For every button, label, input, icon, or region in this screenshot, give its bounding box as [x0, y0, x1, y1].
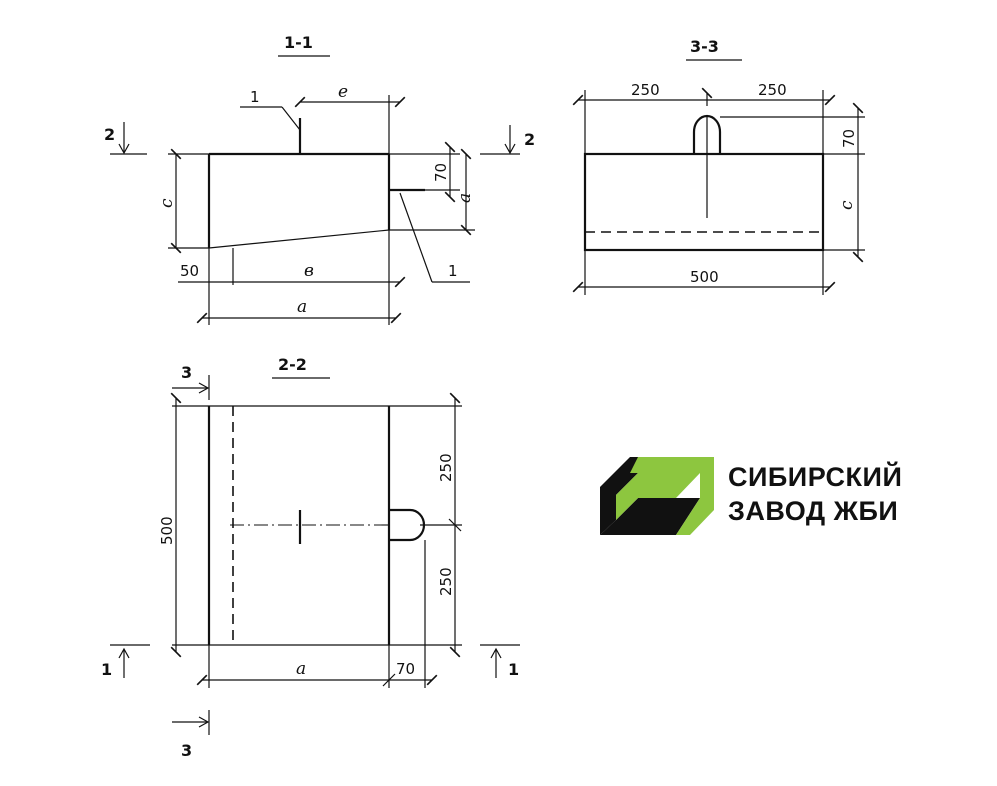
cut-2-right: 2 — [524, 130, 535, 149]
dim-70-side: 70 — [432, 163, 450, 182]
dim-50: 50 — [180, 262, 199, 280]
dim-b: в — [304, 261, 314, 281]
dim-500-left: 500 — [158, 516, 176, 545]
dim-a-bottom: а — [296, 659, 306, 679]
dim-e: e — [338, 82, 348, 102]
cut-3-top: 3 — [181, 363, 192, 382]
dim-250-left: 250 — [631, 81, 660, 99]
section-3-3: 3-3 250 250 70 c 500 — [572, 37, 865, 295]
factory-logo-icon — [600, 457, 714, 535]
section-2-2-title: 2-2 — [278, 355, 307, 374]
cut-1-left: 1 — [101, 660, 112, 679]
dim-c-right: c — [837, 200, 857, 210]
cut-mark-2: 2 2 — [104, 122, 535, 155]
callout-1-bottom: 1 — [448, 262, 458, 280]
dim-250-lower: 250 — [437, 567, 455, 596]
factory-name-line2: ЗАВОД ЖБИ — [728, 496, 899, 526]
dim-250-right: 250 — [758, 81, 787, 99]
dim-70-right: 70 — [840, 129, 858, 148]
cut-2-left: 2 — [104, 125, 115, 144]
dim-500-bottom: 500 — [690, 268, 719, 286]
dim-70-bottom: 70 — [396, 660, 415, 678]
section-2-2: 2-2 500 250 250 а 70 — [158, 355, 462, 688]
cut-1-right: 1 — [508, 660, 519, 679]
cut-mark-3-1: 3 3 1 1 — [101, 363, 520, 760]
section-1-1-title: 1-1 — [284, 33, 313, 52]
section-1-1: 1-1 1 1 e c 70 a — [157, 33, 475, 325]
cut-3-bottom: 3 — [181, 741, 192, 760]
factory-name: СИБИРСКИЙ ЗАВОД ЖБИ — [728, 460, 902, 528]
factory-name-line1: СИБИРСКИЙ — [728, 462, 903, 492]
dim-a-side: a — [455, 193, 475, 203]
section-3-3-title: 3-3 — [690, 37, 719, 56]
dim-250-upper: 250 — [437, 453, 455, 482]
callout-1-top: 1 — [250, 88, 260, 106]
dim-a: а — [297, 297, 307, 317]
dim-c: c — [157, 198, 177, 208]
